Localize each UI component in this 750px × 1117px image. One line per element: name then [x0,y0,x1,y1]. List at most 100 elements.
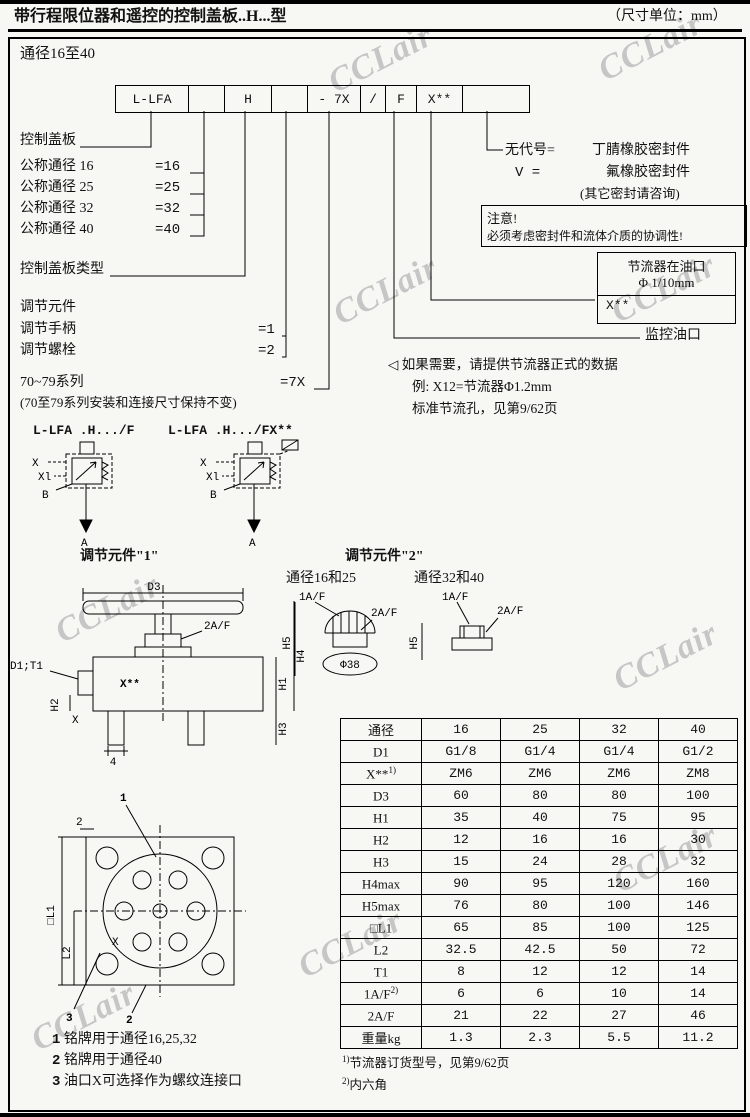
code-cell: F [385,85,417,113]
element1-shapes [49,585,295,756]
spec-cell: G1/8 [421,740,501,763]
spec-cell: 24 [500,850,580,873]
port-b-label: B [210,490,217,502]
spec-cell: 16 [579,828,659,851]
code-cell: / [360,85,386,113]
port-x-label: X [200,458,207,470]
spec-cell: 95 [658,806,738,829]
spec-cell: 42.5 [500,938,580,961]
dim-h5-label: H5 [409,636,421,649]
callout-note-2: 2 铭牌用于通径40 [52,1053,162,1069]
flange-shapes [58,804,246,1014]
row-h1: H1 35 40 75 95 [340,806,738,829]
code-cell: L-LFA [115,85,189,113]
spec-cell: 30 [658,828,738,851]
element2-sub1: 通径16和25 [286,571,356,586]
spec-cell: H2 [340,828,422,851]
element2-drawing-16-25: 1A/F 2A/F H5 Φ38 [282,592,397,676]
spec-cell: 1.3 [421,1026,501,1049]
code-adjust-handle: =1 [258,322,275,338]
spec-cell: 22 [500,1004,580,1027]
callout-note-3: 3 油口X可选择作为螺纹连接口 [52,1074,243,1090]
dim-l2-label: L2 [62,946,74,959]
seal-v-label: V = [515,165,541,181]
port-xl-label: Xl [38,472,51,484]
table-footnote-2: 2)内六角 [342,1076,388,1093]
code-connector-lines [80,111,640,390]
symbol-left-label: L-LFA .H.../F [33,423,135,438]
spec-cell: 25 [500,718,580,741]
dim-x-label: X [72,715,79,727]
spec-cell: H1 [340,806,422,829]
code-adjust-screw: =2 [258,343,275,359]
spec-cell: 1A/F2) [340,982,422,1005]
symbol-shapes [46,441,113,534]
dim-2af-label: 2A/F [204,621,230,633]
code-size-32: =32 [155,201,181,217]
label-adjust-screw: 调节螺栓 [20,343,76,358]
seal-note: (其它密封请咨询) [580,186,680,201]
code-cell: X** [416,85,463,113]
row-weight: 重量kg 1.3 2.3 5.5 11.2 [340,1026,738,1049]
spec-cell: 通径 [340,718,422,741]
spec-cell: 12 [421,828,501,851]
label-size-25: 公称通径 25 [20,180,94,195]
row-h5max: H5max 76 80 100 146 [340,894,738,917]
row-h3: H3 15 24 28 32 [340,850,738,873]
code-cell: - 7X [307,85,361,113]
spec-cell: 60 [421,784,501,807]
spec-cell: H5max [340,894,422,917]
element2b-shapes [421,601,499,660]
port-a-label: A [81,538,88,550]
spec-cell: 21 [421,1004,501,1027]
caution-box: 注意! 必须考虑密封件和流体介质的协调性! [481,205,747,247]
dim-thickness-label: 2 [76,817,83,829]
element2-title: 调节元件"2" [345,549,424,564]
dim-phi38-label: Φ38 [340,660,360,672]
spec-cell: 65 [421,916,501,939]
spec-cell: 重量kg [340,1026,422,1049]
spec-cell: 120 [579,872,659,895]
spec-cell: 40 [658,718,738,741]
port-a-label: A [249,538,256,550]
spec-cell: 2A/F [340,1004,422,1027]
spec-cell: 46 [658,1004,738,1027]
element1-title: 调节元件"1" [80,549,159,564]
dim-h2-label: H2 [50,698,62,711]
spec-cell: 80 [500,784,580,807]
spec-cell: 95 [500,872,580,895]
spec-cell: 90 [421,872,501,895]
spec-cell: 5.5 [579,1026,659,1049]
spec-cell: 32 [658,850,738,873]
spec-cell: □L1 [340,916,422,939]
spec-cell: 14 [658,982,738,1005]
row-d1: D1 G1/8 G1/4 G1/4 G1/2 [340,740,738,763]
dim-h1-label: H1 [278,677,290,691]
spec-cell: D3 [340,784,422,807]
spec-table: 通径 16 25 32 40 D1 G1/8 G1/4 G1/4 G1/2 X*… [340,718,738,1049]
element2-sub2: 通径32和40 [414,571,484,586]
label-size-32: 公称通径 32 [20,201,94,216]
spec-cell: 32 [579,718,659,741]
code-size-16: =16 [155,159,181,175]
throttle-line2: Φ 1/10mm [638,275,695,290]
spec-header-row: 通径 16 25 32 40 [340,718,738,741]
dim-h5-label: H5 [282,636,294,649]
spec-cell: X**1) [340,762,422,785]
port-xl-label: Xl [206,472,219,484]
spec-cell: H4max [340,872,422,895]
spec-cell: 8 [421,960,501,983]
port-b-label: B [42,490,49,502]
spec-cell: 160 [658,872,738,895]
label-size-40: 公称通径 40 [20,222,94,237]
spec-cell: 40 [500,806,580,829]
throttle-note-line2: 例: X12=节流器Φ1.2mm [412,379,552,394]
element2-drawing-32-40: 1A/F 2A/F H5 [409,592,523,660]
throttle-note-line3: 标准节流孔，见第9/62页 [412,401,558,416]
spec-cell: 2.3 [500,1026,580,1049]
spec-cell: 28 [579,850,659,873]
port-x-label: X [32,458,39,470]
spec-cell: 100 [658,784,738,807]
series-note: (70至79系列安装和连接尺寸保持不变) [20,395,237,410]
label-adjust-element: 调节元件 [20,300,76,315]
